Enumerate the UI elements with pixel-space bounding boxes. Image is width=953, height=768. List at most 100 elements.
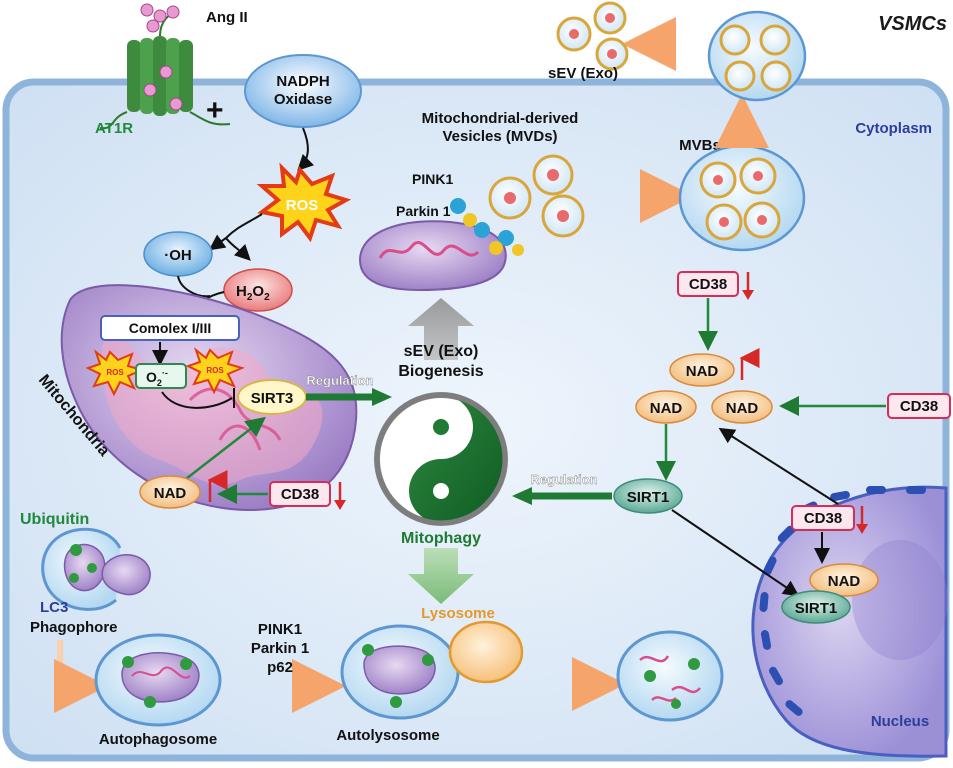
lysosome [448,620,524,684]
biogenesis-up-arrow [408,298,474,360]
cd38-2-label: CD38 [900,398,938,415]
ros-to-h2o2-arrow [225,237,251,261]
cd38-3-box [791,505,855,531]
hydrogen-peroxide [223,268,293,312]
sirt1-label: SIRT1 [627,489,670,506]
complex-box [100,315,240,341]
sirt1-nucleus-node [781,590,851,624]
cd38-left-down-head [334,500,346,510]
superoxide-label: O2·- [146,368,168,388]
regulation-top-label: Regulation [306,373,373,388]
mitophagy-label: Mitophagy [401,530,481,547]
biogenesis-label-2: Biogenesis [398,363,483,380]
plus-sign: + [206,94,224,127]
sev-exo-top-label: sEV (Exo) [548,65,618,82]
yinyang-ring [374,392,508,526]
nad-up-node [669,353,735,387]
nad-up-label: NAD [686,363,719,380]
regulation-arrow-mid-head [512,487,532,505]
pink1-bottom-label: PINK1 [258,621,302,638]
svg-text:ROS: ROS [206,366,224,375]
regulation-arrow-top-head [372,388,392,406]
oh-merge-line [177,275,211,298]
parkin-bottom-label: Parkin 1 [251,640,309,657]
mitophagy-down-arrow [408,548,474,604]
ros-fork-left [225,213,263,239]
cytoplasm-label: Cytoplasm [855,120,932,137]
parkin-top-label: Parkin 1 [396,203,451,219]
nadph-oxidase [244,54,362,128]
phagophore-label: Phagophore [30,619,118,636]
h2o2-label: H2O2 [236,283,270,303]
nad-b-node [711,390,773,424]
mitochondrion-top [358,220,507,292]
cd38-2-box [887,393,951,419]
cd38-left-box [269,481,331,507]
exocytosis-vesicle [707,10,807,102]
cd38-3-down-head [856,524,868,534]
autolysosome [340,624,460,720]
biogenesis-label-1: sEV (Exo) [404,343,479,360]
phagophore [41,527,151,611]
cd38-3-to-nad-arrow [718,427,839,505]
nucleus-label: Nucleus [871,713,929,730]
svg-text:ROS: ROS [106,368,124,377]
mvbs-label: MVBs [679,137,721,154]
cd38-3-label: CD38 [804,510,842,527]
ang2-label: Ang II [206,9,248,26]
cd38-1-box [677,271,739,297]
nad-to-sirt3-arrow [181,416,266,483]
ros-small-right: ROS [185,347,245,395]
lysosome-label: Lysosome [421,605,495,622]
nad-b-label: NAD [726,400,759,417]
ros-label: ROS [286,197,319,214]
lc3-label: LC3 [40,599,68,616]
superoxide-inhibit-line [161,391,233,409]
nad-left-node [139,475,201,509]
regulation-mid-label: Regulation [530,472,597,487]
cd38-left-label: CD38 [281,486,319,503]
cd38-1-label: CD38 [689,276,727,293]
sirt1-nucleus-label: SIRT1 [795,600,838,617]
mdv-label-line2: Vesicles (MVDs) [442,128,557,145]
ang2-molecules [140,3,183,111]
sirt1-node [613,478,683,514]
vsmcs-title: VSMCs [878,13,947,35]
nadph-label-line1: NADPH [276,73,329,90]
nad-left-label: NAD [154,485,187,502]
nad-nucleus-label: NAD [828,573,861,590]
oh-label: ·OH [164,247,192,264]
yinyang-dot-light [433,483,449,499]
superoxide-box [135,363,187,389]
sirt1-to-nucleus-arrow [671,509,800,597]
pink1-parkin-cluster [450,198,524,256]
nad-a-label: NAD [650,400,683,417]
autolysosome-label: Autolysosome [336,727,439,744]
mdv-label-line1: Mitochondrial-derived [422,110,579,127]
pink1-top-label: PINK1 [412,171,453,187]
at1r-label: AT1R [95,120,133,137]
ubiquitin-label: Ubiquitin [20,511,89,528]
sirt3-label: SIRT3 [251,390,294,407]
cd38-1-down-head [742,290,754,300]
ros-burst [256,162,352,243]
p62-label: p62 [267,659,293,676]
ros-small-left: ROS [85,349,145,397]
released-sev [556,1,629,71]
nad-nucleus-node [809,563,879,597]
nucleus [751,485,948,758]
nad-a-node [635,390,697,424]
nadph-to-ros-arrow [297,127,315,171]
nadph-label-line2: Oxidase [274,91,332,108]
mvb-body [678,144,806,252]
mdv-vesicles [488,154,585,238]
yinyang-dot-dark [433,419,449,435]
autophagosome [94,633,222,727]
complex-label: Comolex I/III [129,320,211,336]
phagophore-to-autophagosome-arrow [54,640,108,713]
ros-to-oh-arrow [208,234,227,251]
degraded-vesicle [616,630,724,722]
autophagosome-label: Autophagosome [99,731,217,748]
